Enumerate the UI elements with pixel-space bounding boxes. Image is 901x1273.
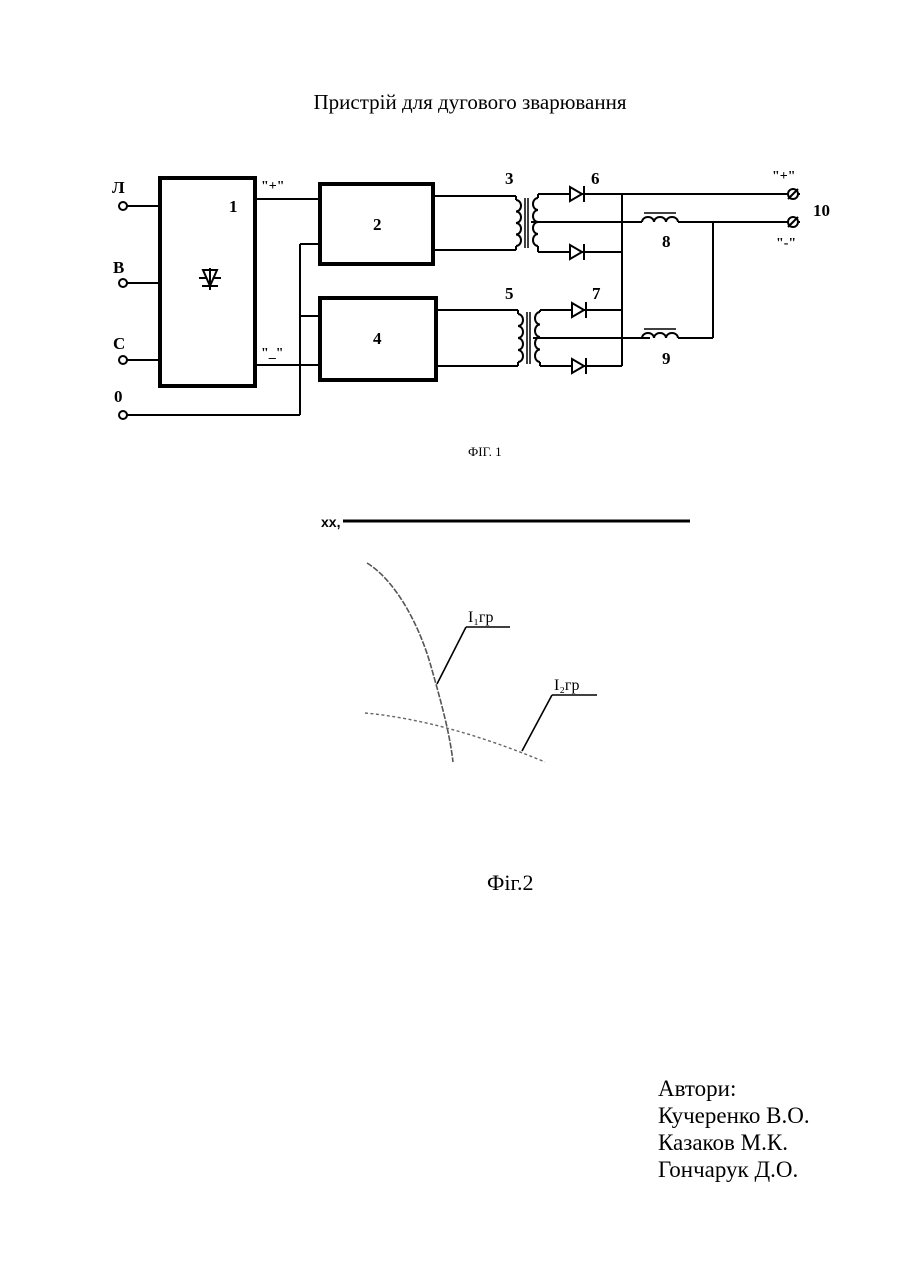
choke-8 <box>642 217 678 222</box>
diode-7-number: 7 <box>592 284 601 303</box>
diode-7-lower <box>572 358 586 374</box>
output-terminal-number: 10 <box>813 201 830 220</box>
diode-6-number: 6 <box>591 169 600 188</box>
output-plus-label: "+" <box>772 169 796 184</box>
figure-1-caption: ФІГ. 1 <box>468 444 502 459</box>
transformer-3-number: 3 <box>505 169 514 188</box>
curve-i1-line <box>367 563 453 762</box>
block-1-plus-label: "+" <box>261 179 285 194</box>
input-label-0: 0 <box>114 387 123 406</box>
diode-6-upper <box>570 186 584 202</box>
block-1-minus-label: "_" <box>261 346 284 361</box>
transformer-3-primary <box>516 200 521 246</box>
authors-heading: Автори: <box>658 1075 810 1102</box>
block-4-number: 4 <box>373 329 382 348</box>
curve-i2-label: I₂гр <box>554 677 579 694</box>
input-label-v: В <box>113 258 124 277</box>
authors-block: Автори: Кучеренко В.О. Казаков М.К. Гонч… <box>658 1075 810 1183</box>
input-label-s: С <box>113 334 125 353</box>
choke-8-number: 8 <box>662 232 671 251</box>
block-2-number: 2 <box>373 215 382 234</box>
input-label-l: Л <box>112 178 125 197</box>
figure-2-caption: Фіг.2 <box>487 870 534 895</box>
diode-7-upper <box>572 302 586 318</box>
diode-6-lower <box>570 244 584 260</box>
figure-2-graph: хх, I₁гр I₂гр <box>321 514 690 762</box>
output-minus-label: "-" <box>776 236 796 251</box>
choke-9-number: 9 <box>662 349 671 368</box>
author-name: Казаков М.К. <box>658 1129 810 1156</box>
block-1-number: 1 <box>229 197 238 216</box>
author-name: Кучеренко В.О. <box>658 1102 810 1129</box>
figure-2-axis-label: хх, <box>321 514 340 530</box>
terminal-l <box>119 202 127 210</box>
terminal-v <box>119 279 127 287</box>
curve-i2-line <box>365 713 545 762</box>
terminal-0 <box>119 411 127 419</box>
transformer-5-number: 5 <box>505 284 514 303</box>
author-name: Гончарук Д.О. <box>658 1156 810 1183</box>
rectifier-symbol-icon <box>199 268 221 290</box>
terminal-s <box>119 356 127 364</box>
curve-i1-label: I₁гр <box>468 609 493 626</box>
transformer-5-primary <box>518 314 523 362</box>
